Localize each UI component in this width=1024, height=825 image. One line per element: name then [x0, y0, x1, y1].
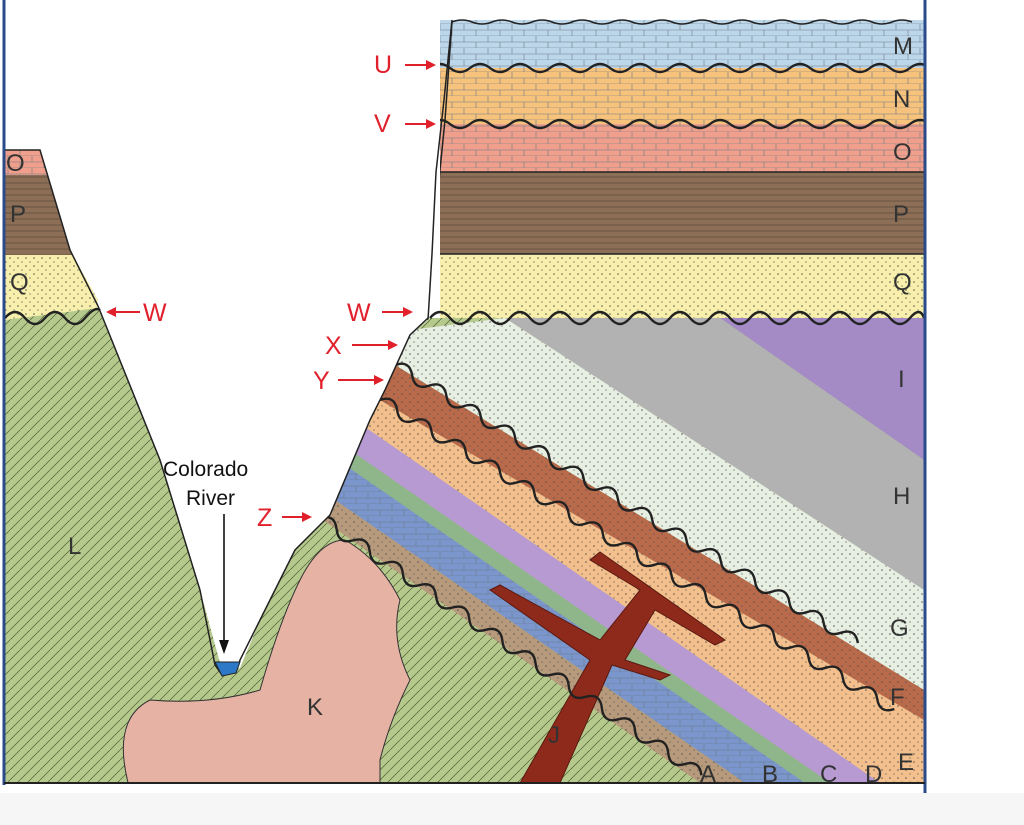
label-l: L [68, 533, 81, 560]
tilted-layer-d [350, 425, 880, 783]
label-f: F [890, 684, 905, 711]
label-n: N [893, 86, 910, 113]
canyon-lower-section [5, 308, 924, 783]
label-p-right: P [893, 201, 909, 228]
label-v: V [374, 110, 391, 138]
river-callout: Colorado River [163, 458, 248, 654]
label-d: D [865, 761, 882, 788]
arrow-v: V [374, 110, 436, 138]
intrusion-j [489, 551, 726, 783]
arrow-w-left: W [106, 299, 167, 327]
canyon-profile [97, 305, 429, 676]
label-e: E [898, 749, 914, 776]
label-o-right: O [893, 139, 912, 166]
label-k: K [307, 694, 323, 721]
label-m: M [893, 33, 913, 60]
label-b: B [762, 761, 778, 788]
arrow-u: U [374, 51, 436, 79]
label-w-right: W [347, 299, 371, 327]
label-c: C [820, 761, 837, 788]
label-w-left: W [143, 299, 167, 327]
label-z: Z [257, 504, 272, 532]
river-water [214, 661, 241, 677]
arrow-z: Z [257, 504, 312, 532]
arrow-y: Y [313, 367, 384, 395]
bottom-strip [0, 793, 1024, 825]
river-label-line1: Colorado [163, 458, 248, 481]
label-q-left: Q [10, 269, 29, 296]
label-p-left: P [10, 201, 26, 228]
intrusion-k [122, 539, 411, 783]
label-i: I [898, 366, 905, 393]
label-x: X [325, 332, 342, 360]
river-label-line2: River [186, 487, 235, 510]
label-h: H [893, 483, 910, 510]
label-q-right: Q [893, 269, 912, 296]
label-y: Y [313, 367, 330, 395]
tilted-layer-c [345, 450, 830, 783]
label-u: U [374, 51, 392, 79]
label-o-left: O [6, 150, 25, 177]
label-g: G [890, 615, 909, 642]
arrow-x: X [325, 332, 398, 360]
upper-horizontal-layers [430, 20, 924, 320]
label-a: A [700, 761, 716, 788]
arrow-w-right: W [347, 299, 413, 327]
label-j: J [548, 722, 560, 749]
